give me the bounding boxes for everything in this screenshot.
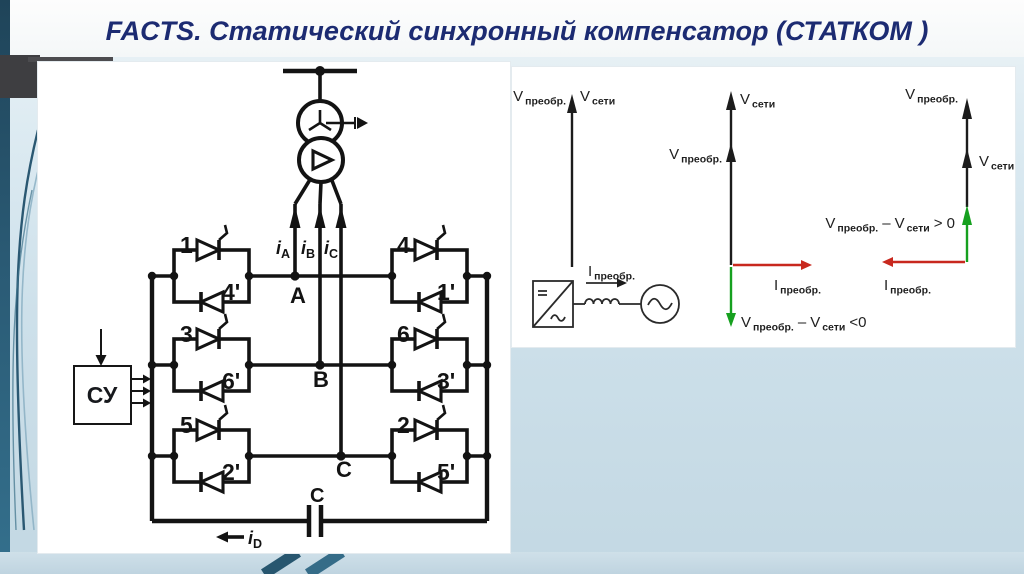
valve-box-1-4p: 1 4'	[172, 224, 251, 315]
diode-symbol	[415, 289, 443, 315]
valve-number: 2	[397, 412, 410, 438]
gate-lead-icon	[436, 313, 447, 330]
thyristor-symbol	[413, 237, 441, 263]
bottom-band	[0, 552, 1024, 574]
valve-box-5-2p: 5 2'	[172, 404, 251, 495]
gate-lead-icon	[218, 313, 229, 330]
valve-number: 3	[180, 321, 193, 347]
statcom-circuit-diagram: iA iB iC 1 4' 4 1'	[73, 66, 492, 551]
valve-box-4-1p: 4 1'	[390, 224, 469, 315]
gate-lead-icon	[436, 224, 447, 241]
dc-current-arrow	[216, 531, 244, 543]
thyristor-symbol	[413, 326, 441, 352]
valve-number: 4	[397, 232, 410, 258]
valve-number-prime: 3'	[437, 368, 455, 394]
grid-voltage-arrowhead	[962, 148, 972, 168]
wye-winding-icon	[308, 110, 332, 132]
valve-number-prime: 4'	[222, 279, 240, 305]
phase-lines: iA iB iC	[276, 204, 347, 456]
current-label-ib: iB	[301, 238, 315, 261]
transformer-icon	[283, 66, 368, 205]
valve-box-6-3p: 6 3'	[390, 313, 469, 404]
valve-box-3-6p: 3 6'	[172, 313, 251, 404]
diode-symbol	[197, 469, 225, 495]
valve-number: 1	[180, 232, 193, 258]
thyristor-symbol	[413, 417, 441, 443]
valve-number: 5	[180, 412, 193, 438]
junction-dots	[147, 271, 492, 461]
node-dot-c	[336, 451, 346, 461]
capacitor-symbol	[306, 505, 324, 537]
control-unit-box	[73, 365, 132, 425]
corner-gray-box	[0, 55, 40, 98]
gate-lead-icon	[218, 404, 229, 421]
converter-voltage-arrowhead	[726, 143, 736, 162]
dc-current-label: iD	[248, 528, 262, 551]
node-dot-b	[315, 360, 325, 370]
node-label-c: C	[336, 457, 352, 482]
node-dot-a	[290, 271, 300, 281]
current-label-ia: iA	[276, 238, 290, 261]
diode-symbol	[197, 378, 225, 404]
current-arrow-ic	[335, 206, 347, 228]
diode-symbol	[415, 469, 443, 495]
node-label-b: B	[313, 367, 329, 392]
node-label-a: A	[290, 283, 306, 308]
swoosh-decoration	[12, 129, 47, 531]
converter-box-icon	[532, 280, 574, 328]
tap-arrow-icon	[357, 117, 368, 129]
left-accent-stripe	[0, 0, 10, 574]
bottom-stripes-decoration	[261, 547, 345, 574]
slide-title: FACTS. Статический синхронный компенсато…	[105, 16, 929, 46]
corner-gray-tab	[28, 57, 113, 62]
delta-winding-icon	[311, 148, 336, 172]
capacitor-label: C	[310, 485, 324, 507]
valve-number-prime: 1'	[437, 279, 455, 305]
current-label-ic: iC	[324, 238, 338, 261]
gate-lead-icon	[436, 404, 447, 421]
control-unit: СУ	[73, 329, 151, 425]
current-arrow-ib	[314, 206, 326, 228]
inductor-icon	[584, 298, 620, 305]
valve-number: 6	[397, 321, 410, 347]
diode-symbol	[197, 289, 225, 315]
control-unit-label: СУ	[87, 382, 118, 408]
circuit-panel: iA iB iC 1 4' 4 1'	[38, 62, 510, 553]
gate-lead-icon	[218, 224, 229, 241]
title-band	[0, 0, 1024, 57]
valve-number-prime: 5'	[437, 459, 455, 485]
ac-source-icon	[640, 284, 680, 324]
valve-number-prime: 6'	[222, 368, 240, 394]
valve-box-2-5p: 2 5'	[390, 404, 469, 495]
thyristor-symbol	[195, 326, 223, 352]
current-arrow-ia	[289, 206, 301, 228]
gate-signal-arrows	[132, 374, 151, 408]
thyristor-symbol	[195, 417, 223, 443]
thyristor-symbol	[195, 237, 223, 263]
diode-symbol	[415, 378, 443, 404]
valve-number-prime: 2'	[222, 459, 240, 485]
